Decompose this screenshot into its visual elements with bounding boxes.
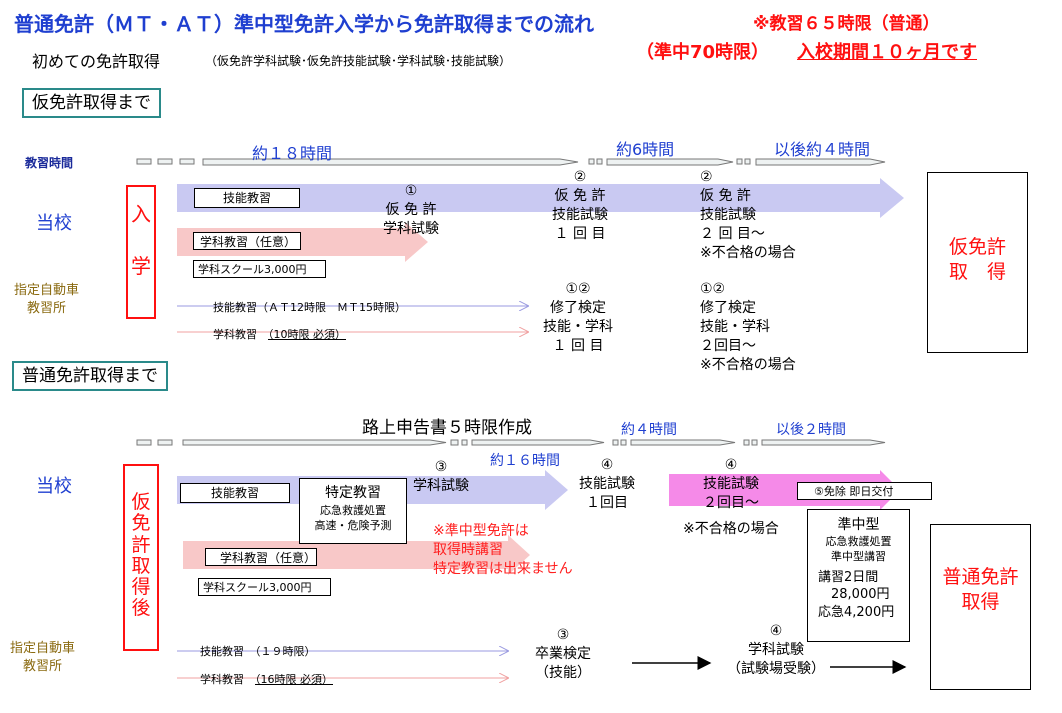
sec1-other-step2: ①② 修了検定 技能・学科 ２回目～ ※不合格の場合	[700, 281, 796, 373]
sec2-theory-label: 学科教習（任意）	[205, 548, 317, 566]
sec1-time3: 以後約４時間	[774, 140, 871, 159]
sec2-road-report: 路上申告書５時限作成	[362, 418, 532, 438]
sec2-fail-note: ※不合格の場合	[683, 521, 779, 537]
sec1-other-step1: ①② 修了検定 技能・学科 １ 回 目	[543, 281, 613, 354]
enter-label: 入 学	[126, 185, 156, 319]
semi-medium-box: 準中型 応急救護処置 準中型講習 講習2日間 28,000円 応急4,200円	[807, 509, 910, 642]
sec1-step1: ① 仮 免 許 学科試験	[383, 183, 439, 237]
sec1-school-arrow	[177, 178, 904, 218]
sec1-theory-label: 学科教習（任意）	[193, 232, 301, 250]
sec1-school-fee: 学科スクール3,000円	[193, 260, 326, 278]
sec1-result: 仮免許 取 得	[927, 172, 1028, 353]
sec2-label: 普通免許取得まで	[12, 361, 168, 391]
sec2-row-school: 当校	[36, 476, 72, 497]
sec2-time1: 約１６時間	[490, 453, 560, 469]
exemption-box: ⑤免除 即日交付	[797, 482, 932, 500]
sec2-other-skill: 技能教習 （１９時限）	[200, 645, 316, 658]
sec1-time1: 約１８時間	[252, 144, 333, 163]
graduation-test: ③ 卒業検定 （技能）	[535, 627, 591, 681]
hours-note: ※教習６５時限（普通）	[753, 14, 940, 34]
semi-medium-warning: ※準中型免許は 取得時講習 特定教習は出来ません	[433, 523, 573, 577]
sec1-other-theory-b: （10時限 必須）	[268, 328, 346, 341]
sec2-timeline	[136, 439, 886, 446]
special-training-box: 特定教習 応急救護処置 高速・危険予測	[299, 478, 407, 544]
semi-medium-note: （準中70時限）	[636, 42, 770, 63]
special-training-title: 特定教習	[325, 485, 381, 501]
sec2-other-theory-a: 学科教習	[200, 673, 255, 686]
semi-medium-fee: 講習2日間 28,000円 応急4,200円	[818, 569, 895, 620]
sec1-label: 仮免許取得まで	[22, 88, 161, 118]
sec1-step2: ② 仮 免 許 技能試験 １ 回 目	[552, 169, 608, 242]
sec2-retest-arrow	[669, 470, 900, 510]
sec1-row-other: 指定自動車 教習所	[14, 283, 80, 316]
sec2-step4b: ④ 技能試験 ２回目～	[703, 457, 759, 511]
special-training-items: 応急救護処置 高速・危険予測	[314, 504, 392, 532]
sec1-skill-label: 技能教習	[194, 188, 300, 208]
sec1-row-school: 当校	[36, 213, 72, 234]
sec1-other-theory: 学科教習 （10時限 必須）	[213, 326, 346, 342]
subtitle-detail: （仮免許学科試験･仮免許技能試験･学科試験･技能試験）	[205, 54, 512, 68]
after-provisional-label: 仮 免 許 取 得 後	[123, 464, 159, 651]
sec2-other-theory-b: （16時限 必須）	[255, 673, 333, 686]
sec2-skill-label: 技能教習	[180, 483, 290, 503]
sec1-step3: ② 仮 免 許 技能試験 ２ 回 目～ ※不合格の場合	[700, 169, 796, 261]
page-title: 普通免許（ＭＴ・ＡＴ）準中型免許入学から免許取得までの流れ	[14, 12, 594, 36]
subtitle: 初めての免許取得	[32, 52, 161, 71]
sec1-other-theory-a: 学科教習	[213, 328, 268, 341]
sec2-time2: 約４時間	[621, 422, 677, 438]
semi-medium-items: 応急救護処置 準中型講習	[825, 535, 892, 563]
sec2-result: 普通免許 取得	[930, 524, 1031, 690]
sec1-row-time: 教習時間	[25, 156, 74, 170]
sec1-other-skill: 技能教習（ＡＴ12時限 ＭＴ15時限）	[213, 301, 406, 314]
sec2-school-fee: 学科スクール3,000円	[198, 578, 331, 596]
enrollment-period-note: 入校期間１０ヶ月です	[797, 42, 977, 63]
sec1-timeline	[136, 158, 886, 166]
sec2-step3: ③ 学科試験	[413, 459, 469, 494]
sec2-other-theory: 学科教習 （16時限 必須）	[200, 671, 333, 687]
semi-medium-title: 準中型	[837, 517, 880, 533]
sec2-row-other: 指定自動車 教習所	[10, 641, 76, 674]
sec2-time3: 以後２時間	[776, 422, 846, 438]
sec1-time2: 約6時間	[616, 140, 675, 159]
written-test: ④ 学科試験 （試験場受験）	[727, 623, 825, 677]
sec2-step4: ④ 技能試験 １回目	[579, 457, 635, 511]
